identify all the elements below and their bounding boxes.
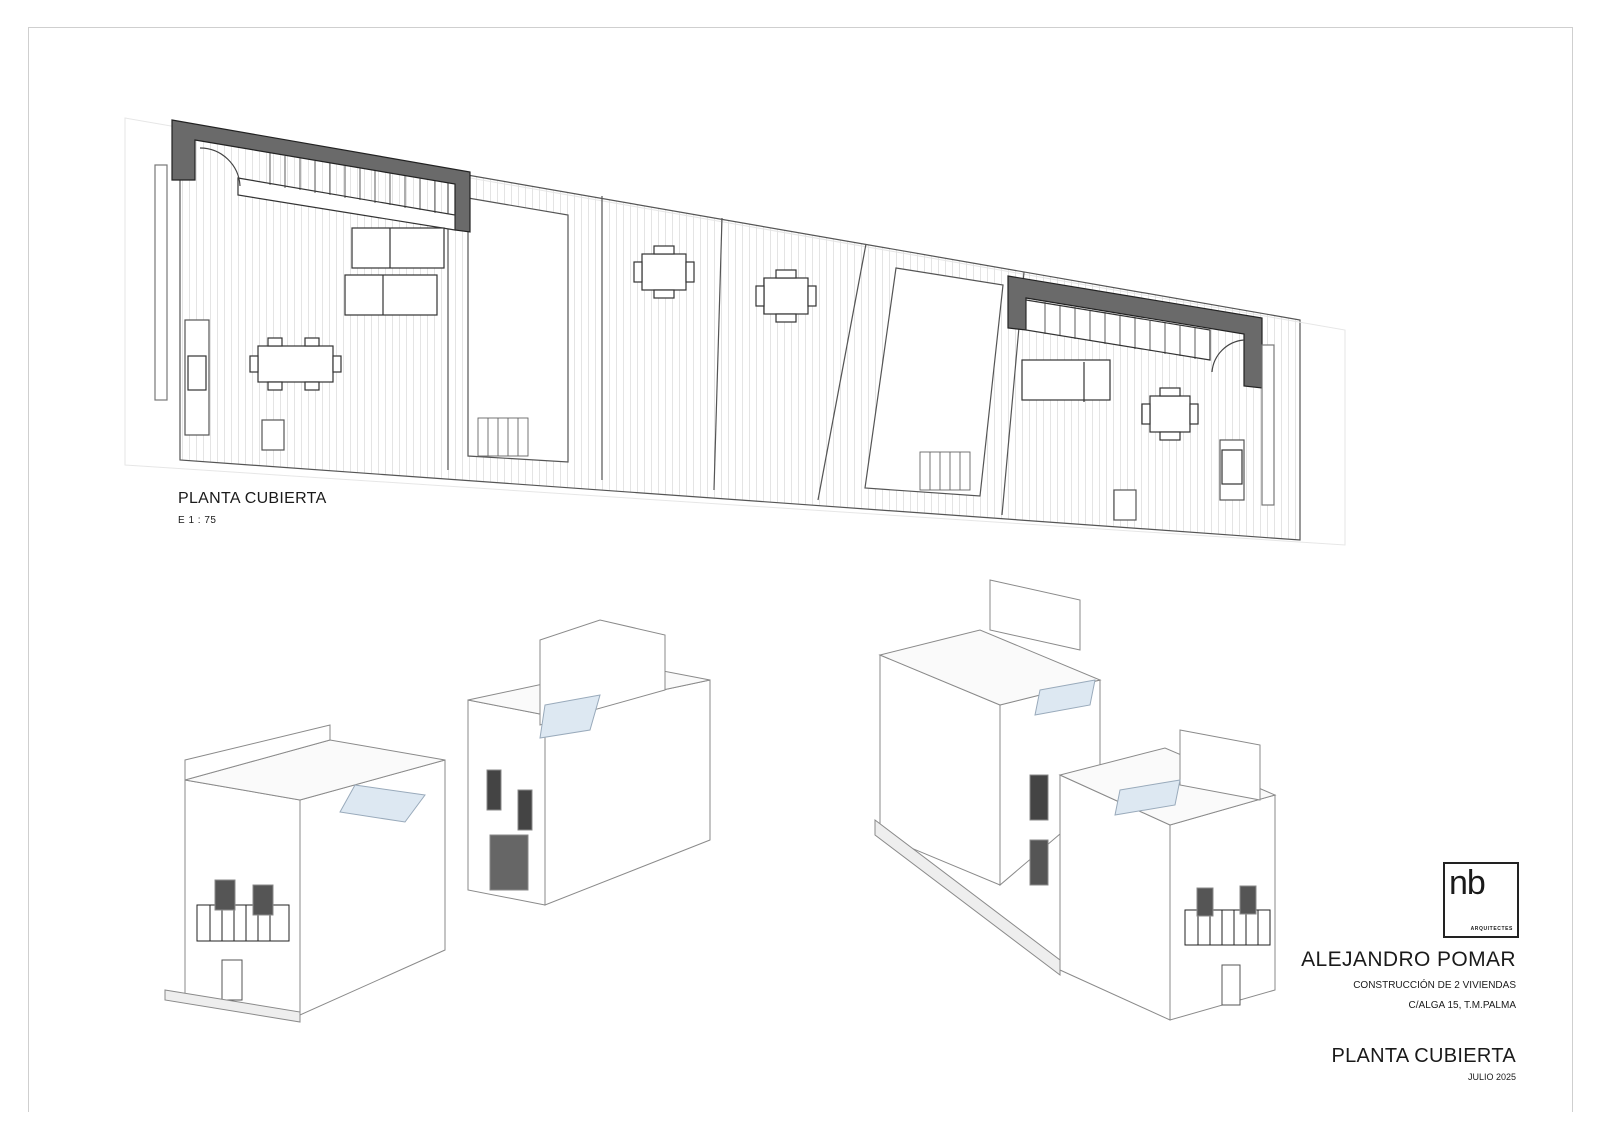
table-unit-4 (755, 269, 817, 323)
axo-right-pool-d (1114, 779, 1181, 816)
loungers-right (1021, 359, 1111, 402)
axo-right-door-d (1221, 964, 1241, 1006)
logo-subtitle: ARQUITECTES (1470, 926, 1513, 932)
axonometric-left (164, 619, 711, 1023)
axo-left-upper-b (539, 619, 666, 726)
firm-logo: nb ARQUITECTES (1443, 862, 1519, 938)
axo-right-pool-c (1034, 679, 1096, 716)
plan-title: PLANTA CUBIERTA (178, 490, 327, 507)
roof-plan (124, 117, 1346, 546)
axo-right-upper-d (1179, 729, 1261, 801)
door-swing-left (199, 147, 241, 187)
stair-left (237, 177, 456, 231)
plan-outer-margin (124, 117, 1346, 546)
axo-left-door-a (221, 959, 243, 1001)
light-well-right (864, 267, 1004, 497)
railing-left (154, 164, 168, 401)
axo-left-window-a2 (252, 884, 274, 916)
dining-table-left (249, 337, 342, 391)
axo-left-pool-a (339, 784, 426, 823)
sheet-title: PLANTA CUBIERTA (1331, 1045, 1516, 1067)
axo-right-window-d1 (1196, 887, 1214, 917)
railing-right (1261, 344, 1275, 506)
axo-right-ground (874, 818, 1061, 977)
sheet-date: JULIO 2025 (1467, 1072, 1516, 1082)
light-well-left (467, 197, 569, 463)
project-address: C/ALGA 15, T.M.PALMA (1408, 1000, 1516, 1011)
stair-right-treads (1044, 302, 1196, 359)
well-steps-right (919, 451, 971, 491)
axo-right-window-c1 (1029, 774, 1049, 821)
project-description: CONSTRUCCIÓN DE 2 VIVIENDAS (1353, 980, 1516, 991)
stair-left-treads (269, 153, 436, 213)
axo-right-upper-c (989, 579, 1081, 651)
stair-right (1025, 299, 1211, 361)
frame-right-line (1572, 27, 1573, 1112)
logo-mark: nb (1449, 864, 1486, 902)
axo-left-parapet-a (184, 724, 331, 781)
axo-right-balcony-d (1184, 909, 1271, 946)
box-right (1113, 489, 1137, 521)
axo-left-window-b2 (517, 789, 533, 831)
axo-left-ground-a (164, 989, 301, 1023)
stair-wall-right (1007, 275, 1263, 389)
axo-left-door-b (489, 834, 529, 891)
axo-left-pool-b (539, 694, 601, 739)
divider-4 (817, 243, 867, 501)
box-left (261, 419, 285, 451)
architect-name: ALEJANDRO POMAR (1301, 948, 1516, 971)
axo-left-window-a1 (214, 879, 236, 911)
axonometric-right (874, 579, 1277, 1021)
table-unit-3 (633, 245, 695, 299)
table-right (1141, 387, 1199, 441)
frame-left-line (28, 27, 29, 1112)
divider-3 (713, 217, 723, 491)
axo-right-roof-c (878, 629, 1102, 706)
frame-top-line (28, 27, 1573, 28)
stair-wall-left (171, 119, 471, 233)
well-steps-left (477, 417, 529, 457)
axo-right-window-c2 (1029, 839, 1049, 886)
loungers-left (344, 227, 445, 316)
sink-right (1221, 449, 1243, 485)
plan-scale: E 1 : 75 (178, 515, 217, 526)
sink-left (187, 355, 207, 391)
door-swing-right (1211, 339, 1245, 373)
axo-right-window-d2 (1239, 885, 1257, 915)
axo-left-window-b1 (486, 769, 502, 811)
